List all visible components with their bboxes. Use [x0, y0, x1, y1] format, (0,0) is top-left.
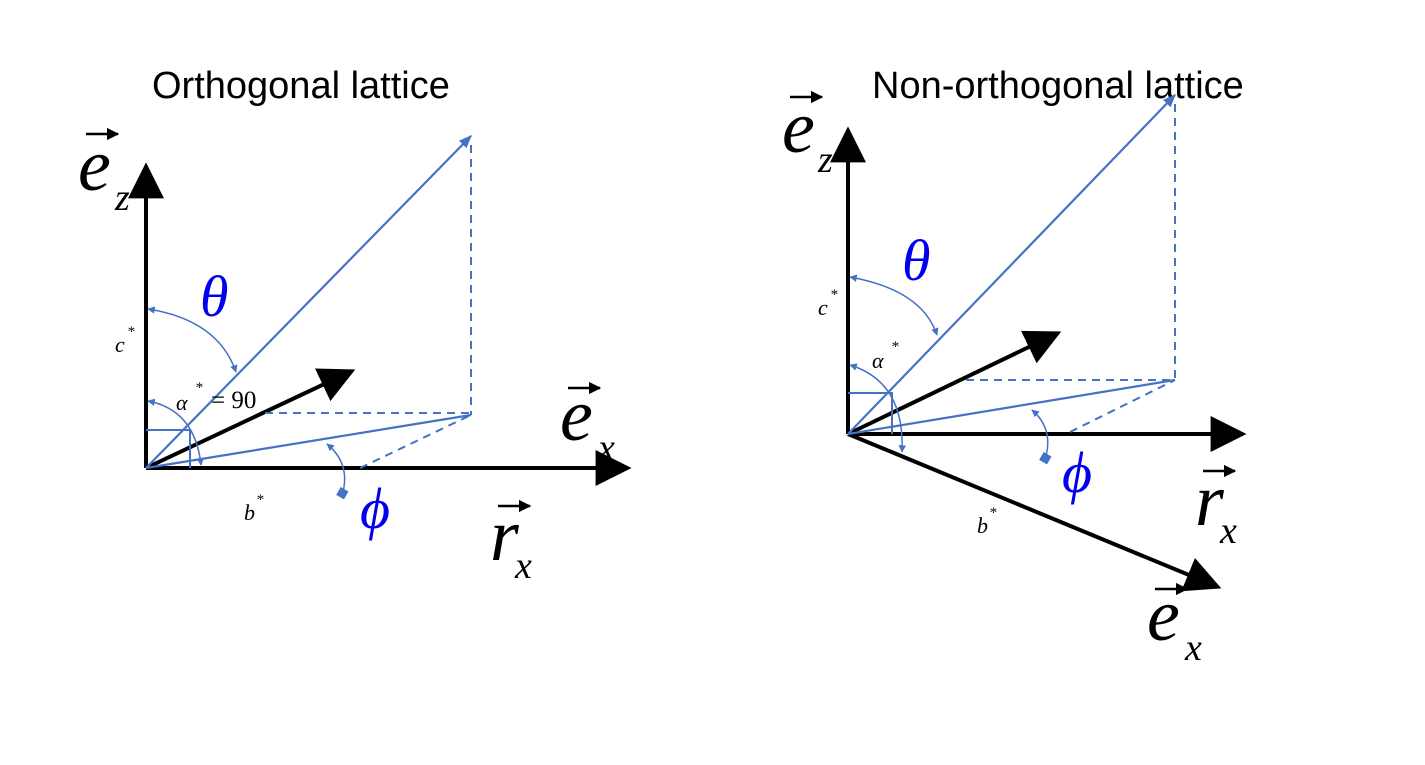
- ex-axis: [847, 432, 1222, 592]
- svg-text:e: e: [782, 87, 815, 169]
- rx-label: r x: [490, 495, 532, 587]
- svg-text:*: *: [256, 492, 264, 508]
- diagonal-dashed: [359, 414, 472, 469]
- svg-text:r: r: [1195, 460, 1225, 542]
- svg-text:e: e: [78, 125, 111, 207]
- panel-title: Orthogonal lattice: [152, 65, 450, 107]
- panel-title: Non-orthogonal lattice: [872, 65, 1244, 107]
- projection-vector: [847, 378, 1176, 436]
- svg-text:b: b: [977, 513, 988, 538]
- phi-label: ϕ: [360, 476, 390, 541]
- svg-text:α: α: [872, 348, 884, 373]
- svg-text:*: *: [989, 505, 997, 521]
- phi-label: ϕ: [1062, 440, 1092, 505]
- svg-text:c: c: [115, 332, 125, 357]
- svg-text:*: *: [891, 339, 899, 355]
- svg-text:*: *: [127, 324, 135, 340]
- alpha-arc: [147, 398, 204, 466]
- main-vector: [145, 135, 472, 469]
- svg-text:b: b: [244, 500, 255, 525]
- phi-arc: [1031, 409, 1049, 457]
- svg-text:*: *: [830, 287, 838, 303]
- svg-text:α: α: [176, 390, 188, 415]
- projection-vector: [145, 413, 472, 470]
- svg-text:e: e: [1147, 575, 1180, 657]
- main-vector: [847, 94, 1176, 435]
- panel-orthogonal: Orthogonal lattice e z e x: [78, 65, 632, 587]
- ex-label: e x: [560, 375, 615, 469]
- ez-label: e z: [782, 87, 833, 181]
- alpha-star-label: α *: [872, 339, 899, 373]
- theta-arc: [147, 306, 238, 373]
- theta-label: θ: [200, 264, 229, 329]
- ey-axis: [145, 368, 356, 470]
- svg-text:x: x: [1219, 510, 1237, 552]
- svg-text:r: r: [490, 495, 520, 577]
- alpha-star-label: α * = 90: [176, 380, 256, 415]
- alpha-arc: [849, 363, 907, 453]
- theta-label: θ: [902, 228, 931, 293]
- c-star-label: c *: [818, 287, 838, 320]
- svg-text:c: c: [818, 295, 828, 320]
- phi-arc: [326, 443, 346, 493]
- rx-label: r x: [1195, 460, 1237, 552]
- svg-text:= 90: = 90: [211, 387, 256, 414]
- ez-label: e z: [78, 125, 130, 219]
- phi-arc-handle: [1039, 452, 1052, 465]
- c-star-label: c *: [115, 324, 135, 357]
- svg-text:*: *: [195, 380, 203, 396]
- svg-text:e: e: [560, 375, 593, 457]
- svg-text:x: x: [1184, 627, 1202, 669]
- theta-arc: [849, 274, 939, 336]
- b-star-label: b *: [977, 505, 997, 538]
- svg-text:x: x: [514, 545, 532, 587]
- diagonal-dashed: [1069, 379, 1176, 433]
- svg-text:x: x: [597, 427, 615, 469]
- phi-arc-handle: [336, 487, 349, 500]
- svg-text:z: z: [817, 139, 833, 181]
- ex-label: e x: [1147, 575, 1202, 669]
- b-star-label: b *: [244, 492, 264, 525]
- panel-non-orthogonal: Non-orthogonal lattice e z r x: [782, 65, 1247, 669]
- svg-text:z: z: [114, 177, 130, 219]
